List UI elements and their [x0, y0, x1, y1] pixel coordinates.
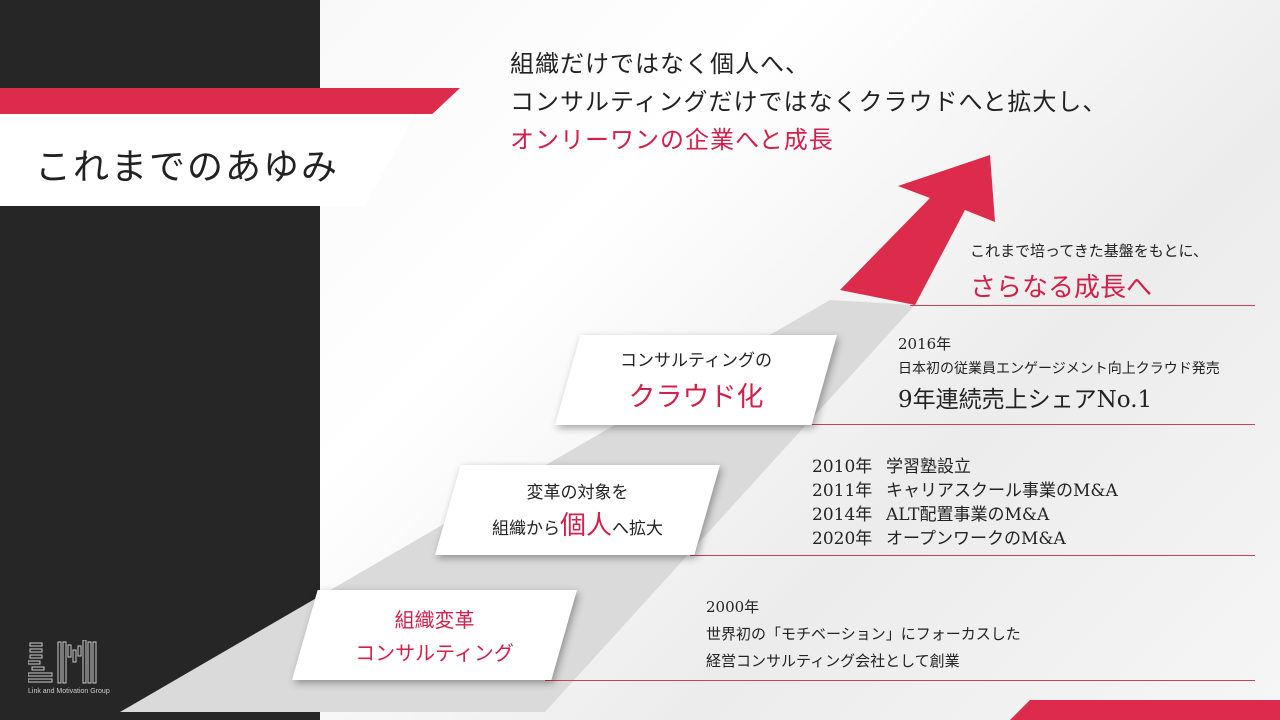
growth-arrow — [840, 155, 995, 305]
event-desc: キャリアスクール事業のM&A — [886, 481, 1118, 501]
divider — [910, 305, 1255, 306]
stage-line1: コンサルティングの — [620, 351, 772, 371]
event-2016: 2016年 日本初の従業員エンゲージメント向上クラウド発売 9年連続売上シェアN… — [898, 332, 1220, 414]
event-list: 2010年学習塾設立 2011年キャリアスクール事業のM&A 2014年 ALT配… — [812, 455, 1118, 551]
stage-line2: コンサルティング — [355, 641, 514, 665]
bottom-red-bar — [1010, 700, 1280, 720]
company-logo — [28, 640, 97, 684]
text: へ拡大 — [612, 519, 663, 539]
divider — [545, 680, 1255, 681]
stage-line1: 組織変革 — [394, 608, 475, 632]
stage-individual: 変革の対象を 組織から個人へ拡大 — [435, 465, 720, 555]
logo-text: Link and Motivation Group — [28, 688, 110, 695]
future-sub: これまで培ってきた基盤をもとに、 — [970, 242, 1209, 260]
event-desc: オープンワークのM&A — [886, 529, 1066, 549]
title-red-band — [0, 88, 460, 114]
future-text: これまで培ってきた基盤をもとに、 さらなる成長へ — [970, 240, 1208, 304]
event-year: 2010年 — [812, 457, 873, 477]
event-desc: 世界初の「モチベーション」にフォーカスした — [706, 625, 1021, 643]
event-year: 2016年 — [898, 335, 952, 353]
future-main: さらなる成長へ — [970, 273, 1153, 303]
text-emphasis: 個人 — [559, 511, 612, 541]
headline: 組織だけではなく個人へ、 コンサルティングだけではなくクラウドへと拡大し、 オン… — [510, 45, 1107, 159]
list-item: 2020年オープンワークのM&A — [812, 527, 1118, 551]
event-desc: 日本初の従業員エンゲージメント向上クラウド発売 — [898, 361, 1220, 377]
headline-line3: オンリーワンの企業へと成長 — [510, 126, 834, 154]
divider — [690, 555, 1255, 556]
headline-line1: 組織だけではなく個人へ、 — [510, 50, 810, 78]
event-desc: ALT配置事業のM&A — [886, 505, 1050, 525]
list-item: 2014年 ALT配置事業のM&A — [812, 503, 1118, 527]
list-item: 2011年キャリアスクール事業のM&A — [812, 479, 1118, 503]
list-item: 2010年学習塾設立 — [812, 455, 1118, 479]
title-box — [0, 114, 415, 206]
event-highlight: 9年連続売上シェアNo.1 — [898, 387, 1153, 413]
divider — [808, 424, 1255, 425]
headline-line2: コンサルティングだけではなくクラウドへと拡大し、 — [510, 88, 1108, 116]
stage-line2: クラウド化 — [628, 382, 764, 413]
event-year: 2000年 — [706, 598, 760, 616]
event-2000: 2000年 世界初の「モチベーション」にフォーカスした 経営コンサルティング会社… — [706, 594, 1021, 675]
stage-cloud: コンサルティングの クラウド化 — [555, 335, 837, 425]
stage-org: 組織変革 コンサルティング — [292, 590, 577, 680]
event-desc: 学習塾設立 — [886, 457, 971, 477]
event-year: 2011年 — [812, 481, 873, 501]
event-year: 2020年 — [812, 529, 873, 549]
page-title: これまでのあゆみ — [35, 147, 340, 188]
text: 組織から — [491, 519, 560, 539]
stage-line1: 変革の対象を — [526, 483, 629, 503]
stage-line2: 組織から個人へ拡大 — [492, 505, 663, 542]
event-desc: 経営コンサルティング会社として創業 — [706, 652, 960, 670]
event-year: 2014年 — [812, 505, 873, 525]
